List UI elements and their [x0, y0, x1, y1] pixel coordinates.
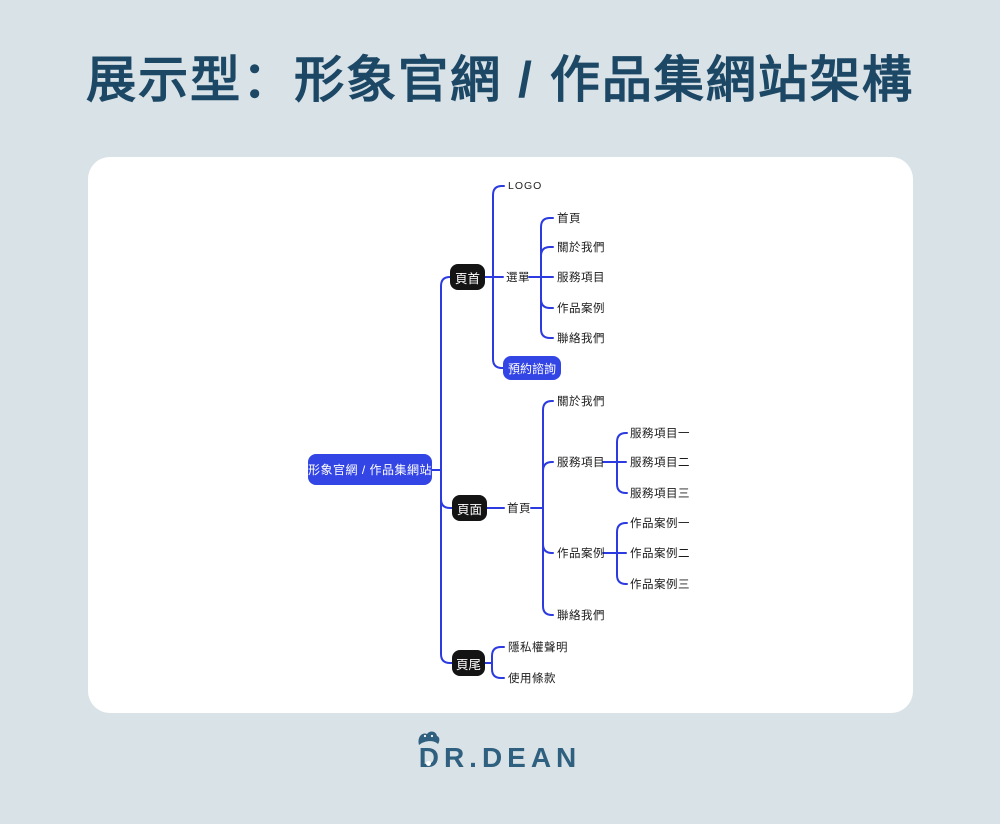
- node-menu-services: 服務項目: [557, 272, 605, 284]
- node-cta-booking: 預約諮詢: [503, 356, 561, 380]
- node-logo: LOGO: [508, 180, 543, 192]
- brand-eye-dot: [425, 761, 431, 766]
- node-page-works: 作品案例: [557, 548, 605, 560]
- node-menu-home: 首頁: [557, 213, 581, 225]
- diagram-card: [88, 157, 913, 713]
- node-work-3: 作品案例三: [630, 579, 690, 591]
- node-page-contact: 聯絡我們: [557, 610, 605, 622]
- node-menu-contact: 聯絡我們: [557, 333, 605, 345]
- node-pages: 頁面: [452, 495, 487, 521]
- node-service-2: 服務項目二: [630, 457, 690, 469]
- brand-wordmark: DR.DEAN: [418, 742, 582, 773]
- node-privacy: 隱私權聲明: [508, 642, 568, 654]
- node-terms: 使用條款: [508, 673, 556, 685]
- node-service-1: 服務項目一: [630, 428, 690, 440]
- node-header: 頁首: [450, 264, 485, 290]
- node-footer: 頁尾: [452, 650, 485, 676]
- node-menu-works: 作品案例: [557, 303, 605, 315]
- node-page-services: 服務項目: [557, 457, 605, 469]
- node-page-home: 首頁: [507, 503, 531, 515]
- node-service-3: 服務項目三: [630, 488, 690, 500]
- node-work-1: 作品案例一: [630, 518, 690, 530]
- node-root: 形象官網 / 作品集網站: [308, 454, 432, 485]
- page-title: 展示型：形象官網 / 作品集網站架構: [86, 52, 914, 108]
- brand-hair-icon: [417, 730, 441, 751]
- brand-logo: DR.DEAN: [0, 731, 1000, 774]
- node-work-2: 作品案例二: [630, 548, 690, 560]
- node-menu-about: 關於我們: [557, 242, 605, 254]
- node-page-about: 關於我們: [557, 396, 605, 408]
- node-menu: 選單: [506, 272, 530, 284]
